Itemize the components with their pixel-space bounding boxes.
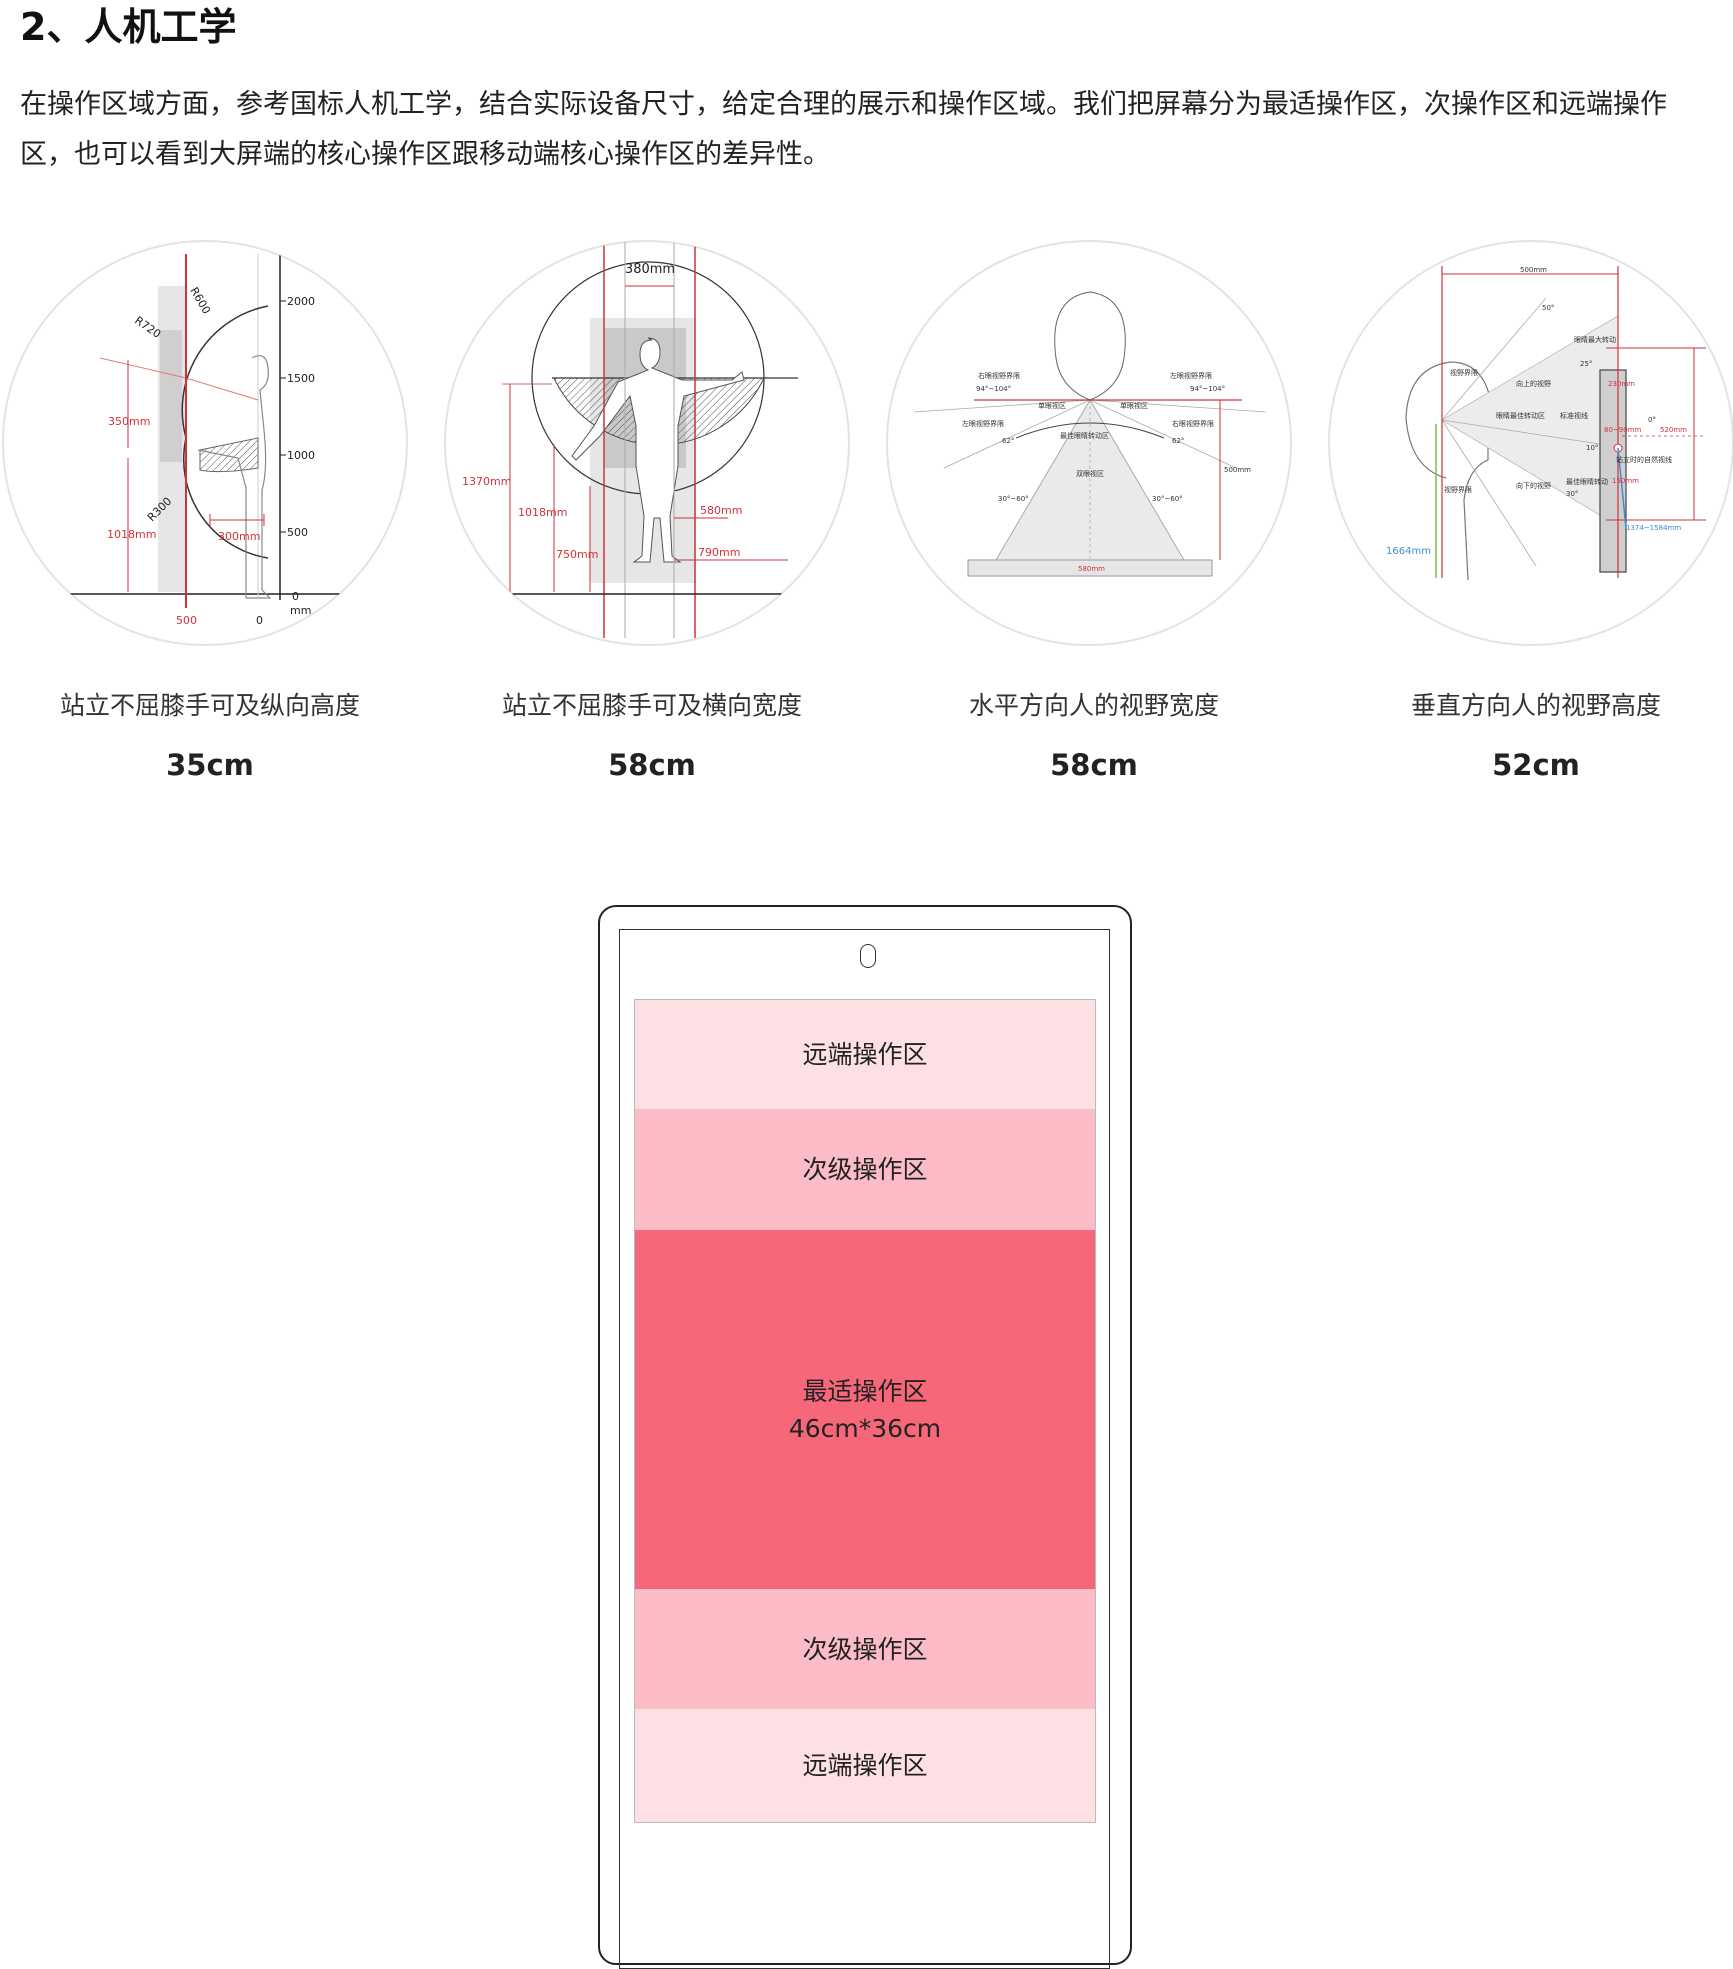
label-30deg: 30° — [1566, 490, 1578, 498]
zone-label: 次级操作区 — [802, 1155, 928, 1184]
label-520mm: 520mm — [1660, 426, 1687, 434]
label-1018mm: 1018mm — [518, 506, 567, 519]
label-down-view: 向下的视野 — [1516, 481, 1551, 490]
screen-shape — [160, 330, 182, 462]
label-0deg: 0° — [1648, 416, 1656, 424]
label-62-left: 62° — [1002, 437, 1014, 445]
label-1374mm: 1374~1584mm — [1626, 524, 1681, 532]
caption-vertical-fov: 垂直方向人的视野高度 — [1410, 691, 1661, 720]
label-30-right: 30°~60° — [1152, 495, 1183, 503]
label-field-top: 视野界限 — [1450, 368, 1478, 377]
tablet-device: 远端操作区 次级操作区 最适操作区 46cm*36cm 次级操作区 远端操作区 — [598, 905, 1132, 1969]
label-mono-left: 单眼视区 — [1038, 401, 1066, 410]
vertical-fov-diagram: 500mm 50° 眼睛最大转动 25° 视野界限 向上的视野 230mm 眼睛… — [1328, 240, 1733, 646]
label-left-eye: 左眼视野界限 — [962, 419, 1004, 428]
unit-mm: mm — [290, 604, 311, 617]
zone-secondary-top: 次级操作区 — [635, 1109, 1095, 1230]
label-500mm: 500mm — [1224, 466, 1251, 474]
zone-label: 次级操作区 — [802, 1634, 928, 1664]
label-std-line: 标准视线 — [1560, 411, 1588, 420]
vertical-reach-diagram: R600 R720 R300 350mm 1018mm 300mm 2000 1… — [2, 240, 408, 646]
label-300mm: 300mm — [218, 530, 260, 543]
label-1018mm: 1018mm — [107, 528, 156, 541]
label-left-bound: 左眼视野界限 — [1170, 371, 1212, 380]
figure-vertical-reach: R600 R720 R300 350mm 1018mm 300mm 2000 1… — [0, 238, 420, 658]
tick-1500: 1500 — [287, 372, 315, 385]
value-horizontal-fov: 58cm — [1050, 748, 1138, 782]
label-230mm: 230mm — [1608, 380, 1635, 388]
label-790mm: 790mm — [698, 546, 740, 559]
zone-size: 46cm*36cm — [788, 1413, 942, 1443]
head-outline — [1054, 291, 1126, 401]
label-50deg: 50° — [1542, 304, 1554, 312]
figure-horizontal-fov: 右眼视野界限 94°~104° 左眼视野界限 94°~104° 单眼视区 单眼视… — [884, 238, 1304, 658]
label-right-eye: 右眼视野界限 — [1172, 419, 1214, 428]
label-150mm: 150mm — [1612, 477, 1639, 485]
label-1370mm: 1370mm — [462, 475, 511, 488]
zone-label: 远端操作区 — [802, 1751, 928, 1780]
page-title: 2、人机工学 — [20, 5, 237, 49]
zone-far-top: 远端操作区 — [635, 1000, 1095, 1109]
label-750mm: 750mm — [556, 548, 598, 561]
horizontal-fov-diagram: 右眼视野界限 94°~104° 左眼视野界限 94°~104° 单眼视区 单眼视… — [886, 240, 1292, 646]
label-500mm: 500mm — [1520, 266, 1547, 274]
value-vertical-fov: 52cm — [1492, 748, 1580, 782]
human-silhouette — [197, 355, 272, 599]
human-silhouette — [571, 337, 745, 563]
label-field-bottom: 视野界限 — [1444, 485, 1472, 494]
label-best-rotate: 最佳眼睛转动区 — [1060, 431, 1109, 440]
zone-secondary-bottom: 次级操作区 — [635, 1589, 1095, 1709]
label-25deg: 25° — [1580, 360, 1592, 368]
zone-far-bottom: 远端操作区 — [635, 1709, 1095, 1822]
arc-r300 — [183, 437, 269, 559]
label-350mm: 350mm — [108, 415, 150, 428]
horizontal-reach-diagram: 380mm 1370mm 1018mm 750mm 580mm 790mm — [444, 240, 850, 646]
tick-1000: 1000 — [287, 449, 315, 462]
head-profile — [1405, 361, 1499, 581]
camera-icon — [860, 944, 876, 968]
figure-horizontal-reach: 380mm 1370mm 1018mm 750mm 580mm 790mm — [442, 238, 862, 658]
label-380mm: 380mm — [625, 262, 675, 277]
label-right-bound: 右眼视野界限 — [978, 371, 1020, 380]
label-94-left: 94°~104° — [976, 385, 1011, 393]
tablet-screen: 远端操作区 次级操作区 最适操作区 46cm*36cm 次级操作区 远端操作区 — [619, 929, 1110, 1969]
x-label-0: 0 — [256, 614, 263, 627]
value-horizontal-reach: 58cm — [608, 748, 696, 782]
caption-vertical-reach: 站立不屈膝手可及纵向高度 — [59, 691, 360, 720]
label-62-right: 62° — [1172, 437, 1184, 445]
value-vertical-reach: 35cm — [166, 748, 254, 782]
label-mono-right: 单眼视区 — [1120, 401, 1148, 410]
label-eye-best: 眼睛最佳转动区 — [1496, 411, 1545, 420]
label-94-right: 94°~104° — [1190, 385, 1225, 393]
label-1664mm: 1664mm — [1386, 546, 1431, 557]
caption-horizontal-fov: 水平方向人的视野宽度 — [968, 691, 1219, 720]
zone-label: 远端操作区 — [802, 1040, 928, 1069]
label-580mm: 580mm — [1078, 565, 1105, 573]
x-label-500: 500 — [176, 614, 197, 627]
label-580mm: 580mm — [700, 504, 742, 517]
screen-side — [1599, 369, 1627, 573]
screen-plan — [967, 559, 1213, 577]
label-bino: 双眼视区 — [1076, 469, 1104, 478]
label-natural-line: 站立时的自然视线 — [1616, 455, 1672, 464]
tick-0: 0 — [292, 590, 299, 603]
figure-vertical-fov: 500mm 50° 眼睛最大转动 25° 视野界限 向上的视野 230mm 眼睛… — [1326, 238, 1733, 658]
figure-frame — [2, 240, 408, 646]
label-30-left: 30°~60° — [998, 495, 1029, 503]
label-eye-max: 眼睛最大转动 — [1574, 335, 1616, 344]
intro-paragraph: 在操作区域方面，参考国标人机工学，结合实际设备尺寸，给定合理的展示和操作区域。我… — [20, 89, 1667, 170]
zone-label: 最适操作区 — [802, 1376, 928, 1406]
reach-hatch — [199, 437, 259, 473]
label-10deg: 10° — [1586, 444, 1598, 452]
operation-zones: 远端操作区 次级操作区 最适操作区 46cm*36cm 次级操作区 远端操作区 — [634, 999, 1096, 1823]
label-eye-best2: 最佳眼睛转动 — [1566, 477, 1608, 486]
caption-horizontal-reach: 站立不屈膝手可及横向宽度 — [501, 691, 802, 720]
tick-500: 500 — [287, 526, 308, 539]
label-up-view: 向上的视野 — [1516, 379, 1551, 388]
arc-r600 — [181, 305, 269, 439]
zone-optimal: 最适操作区 46cm*36cm — [635, 1230, 1095, 1589]
label-80mm: 80~90mm — [1604, 426, 1641, 434]
tick-2000: 2000 — [287, 295, 315, 308]
